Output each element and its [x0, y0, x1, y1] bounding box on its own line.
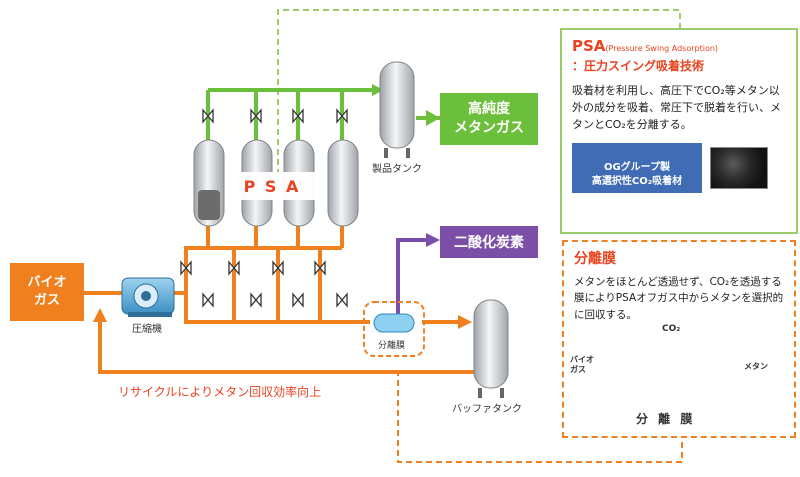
buffer-tank: [473, 299, 509, 398]
membrane-detail-co2-label: CO₂: [662, 324, 681, 334]
co2-output-label: 二酸化炭素: [454, 235, 524, 251]
adsorbent-photo: [710, 147, 768, 190]
psa-label: P S A: [243, 177, 301, 196]
buffer-tank-label: バッファタンク: [452, 404, 522, 415]
to-buffer-tank-arrow: [458, 315, 472, 329]
product-gas-piping: [206, 88, 440, 142]
adsorbent-badge-text: OGグループ製 高選択性CO₂吸着材: [591, 162, 683, 188]
biogas-input-label: バイオ ガス: [27, 275, 67, 308]
methane-output-box: 高純度 メタンガス: [440, 93, 538, 145]
membrane-panel-title: 分離膜: [574, 251, 616, 267]
membrane-detail-caption: 分 離 膜: [636, 412, 696, 426]
membrane-unit-label: 分離膜: [378, 341, 406, 351]
methane-output-label: 高純度 メタンガス: [454, 101, 524, 136]
psa-adsorbent-row: OGグループ製 高選択性CO₂吸着材: [572, 143, 786, 194]
recycle-return-arrow: [93, 308, 107, 322]
compressor-label: 圧縮機: [132, 324, 162, 335]
valves: [180, 108, 348, 308]
co2-piping: [396, 238, 428, 314]
membrane-link-dashed-line: [397, 370, 683, 463]
recycle-note: リサイクルによりメタン回収効率向上: [118, 385, 322, 399]
membrane-unit: [363, 301, 425, 357]
psa-link-dashed-line: [277, 9, 681, 185]
psa-info-panel: PSA(Pressure Swing Adsorption) ：圧力スイング吸着…: [560, 28, 798, 234]
psa-columns: [193, 139, 359, 227]
psa-panel-title-sub: (Pressure Swing Adsorption): [605, 44, 719, 53]
membrane-detail-out-label: メタン: [744, 362, 768, 371]
psa-panel-subtitle: ：圧力スイング吸着技術: [572, 59, 705, 73]
membrane-panel-description: メタンをほとんど透過せず、CO₂を透過する膜によりPSAオフガス中からメタンを選…: [574, 276, 784, 321]
product-tank: [379, 61, 415, 158]
to-methane-output-arrow: [426, 110, 440, 126]
psa-panel-title-main: PSA: [572, 37, 606, 55]
adsorbent-badge: OGグループ製 高選択性CO₂吸着材: [572, 143, 702, 194]
psa-panel-description: 吸着材を利用し、高圧下でCO₂等メタン以外の成分を吸着、常圧下で脱着を行い、メタ…: [572, 84, 781, 132]
co2-output-box: 二酸化炭素: [440, 226, 538, 258]
psa-panel-title: PSA(Pressure Swing Adsorption): [572, 36, 786, 55]
biogas-input-box: バイオ ガス: [10, 263, 84, 321]
membrane-info-panel: 分離膜 メタンをほとんど透過せず、CO₂を透過する膜によりPSAオフガス中からメ…: [562, 240, 796, 438]
to-co2-output-arrow: [426, 233, 440, 247]
membrane-detail-in-label: バイオ ガス: [570, 355, 594, 374]
product-tank-label: 製品タンク: [372, 164, 422, 175]
to-product-tank-arrow: [372, 84, 384, 96]
compressor: [121, 277, 175, 317]
